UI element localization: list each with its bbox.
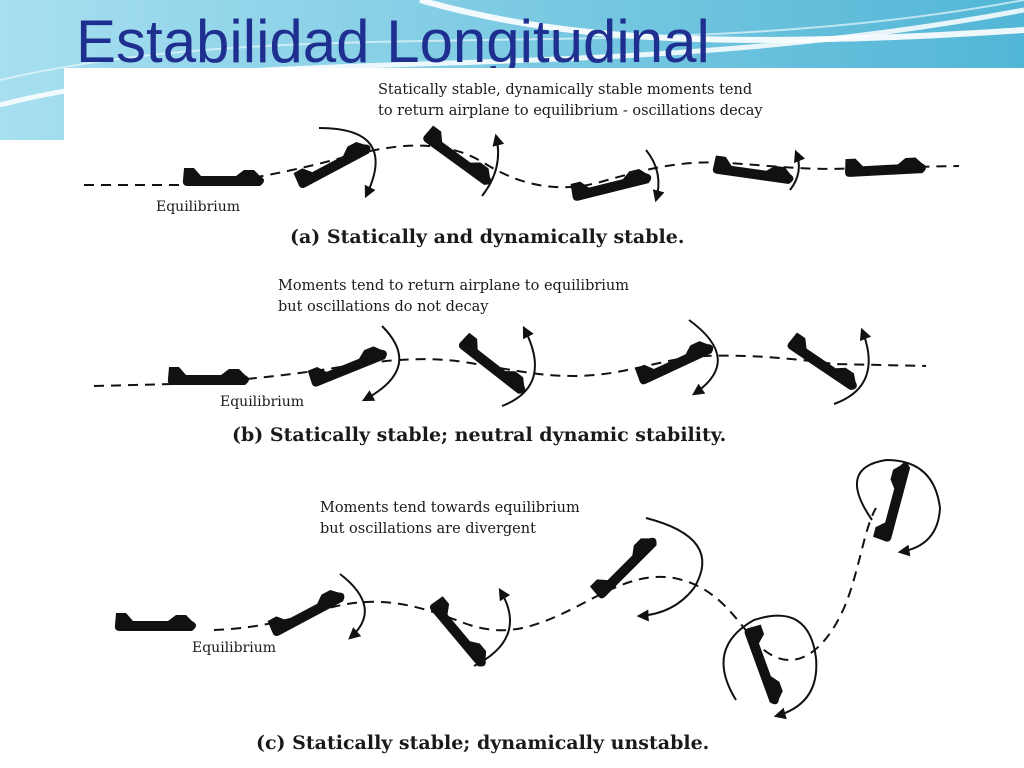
panel-b-note: Moments tend to return airplane to equil… [278, 276, 629, 318]
airplane-silhouette-icon [167, 367, 249, 385]
panel-a-diagram [84, 124, 960, 203]
note-line: but oscillations are divergent [320, 521, 536, 537]
moment-arrow-icon [789, 149, 806, 191]
airplane-silhouette-icon [306, 340, 389, 388]
moment-arrow-icon [318, 127, 377, 199]
panel-a-flight-path [84, 144, 960, 189]
note-line: but oscillations do not decay [278, 299, 489, 315]
moment-arrow-icon [339, 573, 366, 640]
airplane-silhouette-icon [634, 335, 716, 386]
panel-c-equilibrium-label: Equilibrium [192, 640, 277, 656]
moment-arrow-icon [645, 149, 665, 203]
panel-b-caption: (b) Statically stable; neutral dynamic s… [232, 424, 727, 446]
moment-arrow-icon [501, 325, 536, 407]
airplane-silhouette-icon [428, 595, 495, 670]
note-line: Moments tend to return airplane to equil… [278, 278, 630, 294]
moment-arrow-icon [636, 517, 704, 622]
airplane-silhouette-icon [712, 155, 796, 185]
moment-arrow-icon [473, 587, 511, 667]
moment-arrow-icon [481, 133, 505, 197]
panel-c-flight-path [213, 507, 877, 661]
flight-path-diagram [84, 124, 960, 720]
airplane-silhouette-icon [589, 529, 660, 601]
airplane-silhouette-icon [872, 459, 912, 543]
panel-a-caption: (a) Statically and dynamically stable. [290, 226, 685, 248]
airplane-silhouette-icon [457, 332, 533, 397]
airplane-silhouette-icon [569, 164, 653, 202]
panel-c-diagram [114, 458, 942, 720]
airplane-silhouette-icon [785, 331, 864, 393]
note-line: to return airplane to equilibrium - osci… [378, 103, 763, 119]
stability-figure: Statically stable, dynamically stable mo… [64, 68, 1024, 768]
panel-b-diagram [93, 319, 927, 407]
moment-arrow-icon [688, 319, 719, 396]
note-line: Statically stable, dynamically stable mo… [378, 82, 753, 98]
airplane-silhouette-icon [743, 623, 789, 706]
panel-b-flight-path [93, 354, 927, 387]
moment-arrow-icon [722, 614, 818, 720]
airplane-silhouette-icon [421, 124, 498, 188]
panel-a-note: Statically stable, dynamically stable mo… [378, 80, 763, 122]
airplane-silhouette-icon [182, 168, 264, 186]
panel-c-note: Moments tend towards equilibrium but osc… [320, 498, 580, 540]
slide-title: Estabilidad Longitudinal [76, 8, 710, 75]
note-line: Moments tend towards equilibrium [320, 500, 580, 516]
panel-b-equilibrium-label: Equilibrium [220, 394, 305, 410]
panel-c-caption: (c) Statically stable; dynamically unsta… [256, 732, 710, 754]
airplane-silhouette-icon [844, 154, 927, 178]
airplane-silhouette-icon [114, 613, 196, 631]
moment-arrow-icon [361, 325, 401, 402]
moment-arrow-icon [855, 458, 942, 557]
airplane-silhouette-icon [266, 583, 347, 638]
panel-a-equilibrium-label: Equilibrium [156, 199, 241, 215]
airplane-silhouette-icon [292, 135, 373, 190]
moment-arrow-icon [833, 327, 872, 405]
